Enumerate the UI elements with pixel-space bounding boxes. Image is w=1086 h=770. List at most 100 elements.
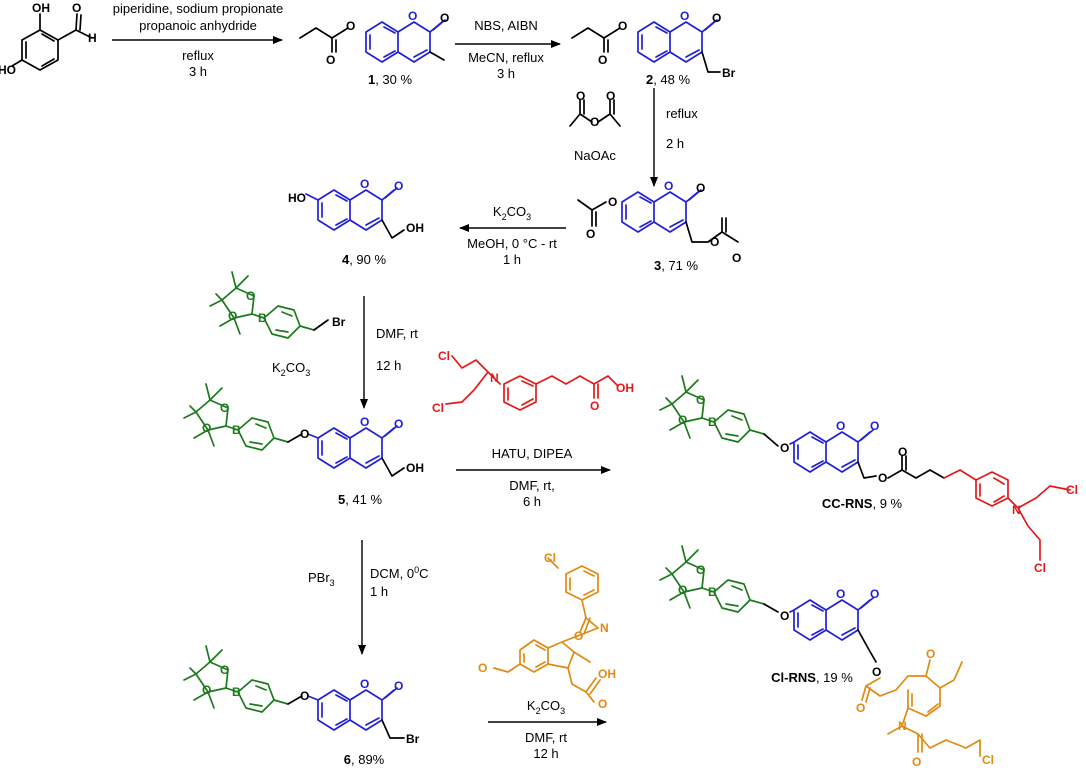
atom-label: O <box>394 417 403 431</box>
step8-conditions: DMF, rt <box>525 730 567 745</box>
step5-conditions: DMF, rt <box>376 326 418 341</box>
atom-label: O <box>394 679 403 693</box>
atom-label: B <box>232 423 241 437</box>
atom-label: Br <box>332 315 346 329</box>
atom-label: O <box>856 701 865 715</box>
starting-material-structure: OH H O HO <box>0 1 97 77</box>
compound-4-label: 4, 90 % <box>342 252 387 267</box>
atom-label: O <box>586 227 595 241</box>
step1-reagent-1: piperidine, sodium propionate <box>113 1 284 16</box>
compound-4-structure: HO O O OH <box>288 177 424 239</box>
atom-label: O <box>870 419 879 433</box>
atom-label: O <box>606 89 615 103</box>
atom-label: N <box>490 371 499 385</box>
step7-conditions: DCM, 00C <box>370 565 428 581</box>
atom-label: O <box>898 445 907 459</box>
atom-label: O <box>836 587 845 601</box>
atom-label: O <box>926 647 935 661</box>
acetic-anhydride-structure: O O O <box>569 89 621 129</box>
compound-5-label: 5, 41 % <box>338 492 383 507</box>
step2-reagents: NBS, AIBN <box>474 18 538 33</box>
atom-label: O <box>202 683 211 697</box>
step7-reagent: PBr3 <box>308 570 335 588</box>
atom-label: N <box>1012 503 1021 517</box>
cc-rns-label: CC-RNS, 9 % <box>822 496 903 511</box>
atom-label: HO <box>288 191 306 205</box>
compound-2-structure: O O O O Br <box>571 9 736 80</box>
step3-time: 2 h <box>666 136 684 151</box>
atom-label: OH <box>406 221 424 235</box>
atom-label: O <box>608 195 617 209</box>
atom-label: O <box>300 427 309 441</box>
compound-1-structure: O O O O <box>299 9 449 67</box>
step4-reagent: K2CO3 <box>493 204 531 222</box>
step5-time: 12 h <box>376 358 401 373</box>
atom-label: Br <box>406 732 420 746</box>
indomethacin-structure: Cl O N O O OH <box>478 551 616 711</box>
atom-label: O <box>696 563 705 577</box>
atom-label: O <box>680 9 689 23</box>
atom-label: N <box>600 621 609 635</box>
atom-label: O <box>664 179 673 193</box>
atom-label: O <box>590 115 599 129</box>
step6-time: 6 h <box>523 494 541 509</box>
step7-time: 1 h <box>370 584 388 599</box>
chlorambucil-structure: Cl Cl N O OH <box>432 349 634 415</box>
compound-6-structure: O O B O O O Br <box>183 645 420 746</box>
atom-label: OH <box>616 381 634 395</box>
atom-label: O <box>360 177 369 191</box>
step8-base: K2CO3 <box>527 698 565 716</box>
atom-label: O <box>780 609 789 623</box>
step5-base: K2CO3 <box>272 360 310 378</box>
atom-label: O <box>220 401 229 415</box>
atom-label: O <box>228 309 237 323</box>
atom-label: O <box>220 663 229 677</box>
atom-label: Cl <box>1034 561 1046 575</box>
atom-label: O <box>598 697 607 711</box>
atom-label: B <box>232 685 241 699</box>
compound-1-label: 1, 30 % <box>368 72 413 87</box>
compound-3-label: 3, 71 % <box>654 258 699 273</box>
atom-label: O <box>872 665 881 679</box>
atom-label: O <box>202 421 211 435</box>
atom-label: O <box>598 53 607 67</box>
atom-label: O <box>574 629 583 643</box>
atom-label: O <box>912 755 921 769</box>
boronate-benzyl-bromide-structure: O O B Br <box>209 271 346 339</box>
compound-5-structure: O O B O O O OH <box>183 383 424 477</box>
step3-reagent: NaOAc <box>574 148 616 163</box>
atom-label: O <box>780 441 789 455</box>
atom-label: Cl <box>432 401 444 415</box>
atom-label: O <box>618 19 627 33</box>
step6-conditions: DMF, rt, <box>509 478 555 493</box>
atom-label: Cl <box>1066 483 1078 497</box>
atom-label: H <box>88 31 97 45</box>
atom-label: Cl <box>544 551 556 565</box>
compound-6-label: 6, 89% <box>344 752 385 767</box>
atom-label: O <box>712 11 721 25</box>
atom-label: O <box>576 89 585 103</box>
atom-label: O <box>72 1 81 15</box>
atom-label: OH <box>32 1 50 15</box>
step2-condition: MeCN, reflux <box>468 50 544 65</box>
atom-label: Cl <box>982 753 994 767</box>
step6-reagents: HATU, DIPEA <box>492 446 573 461</box>
atom-label: O <box>408 9 417 23</box>
atom-label: O <box>878 471 887 485</box>
atom-label: B <box>708 415 717 429</box>
atom-label: Cl <box>438 349 450 363</box>
compound-3-structure: O O O O O O <box>577 179 741 265</box>
cc-rns-structure: O O B O O O O O N Cl Cl <box>659 375 1078 575</box>
atom-label: HO <box>0 63 16 77</box>
step1-reagent-2: propanoic anhydride <box>139 18 257 33</box>
step3-condition: reflux <box>666 106 698 121</box>
atom-label: O <box>836 419 845 433</box>
atom-label: OH <box>406 461 424 475</box>
atom-label: B <box>258 311 267 325</box>
atom-label: O <box>360 415 369 429</box>
step1-condition: reflux <box>182 48 214 63</box>
atom-label: OH <box>598 667 616 681</box>
atom-label: Br <box>722 66 736 80</box>
atom-label: O <box>710 235 719 249</box>
